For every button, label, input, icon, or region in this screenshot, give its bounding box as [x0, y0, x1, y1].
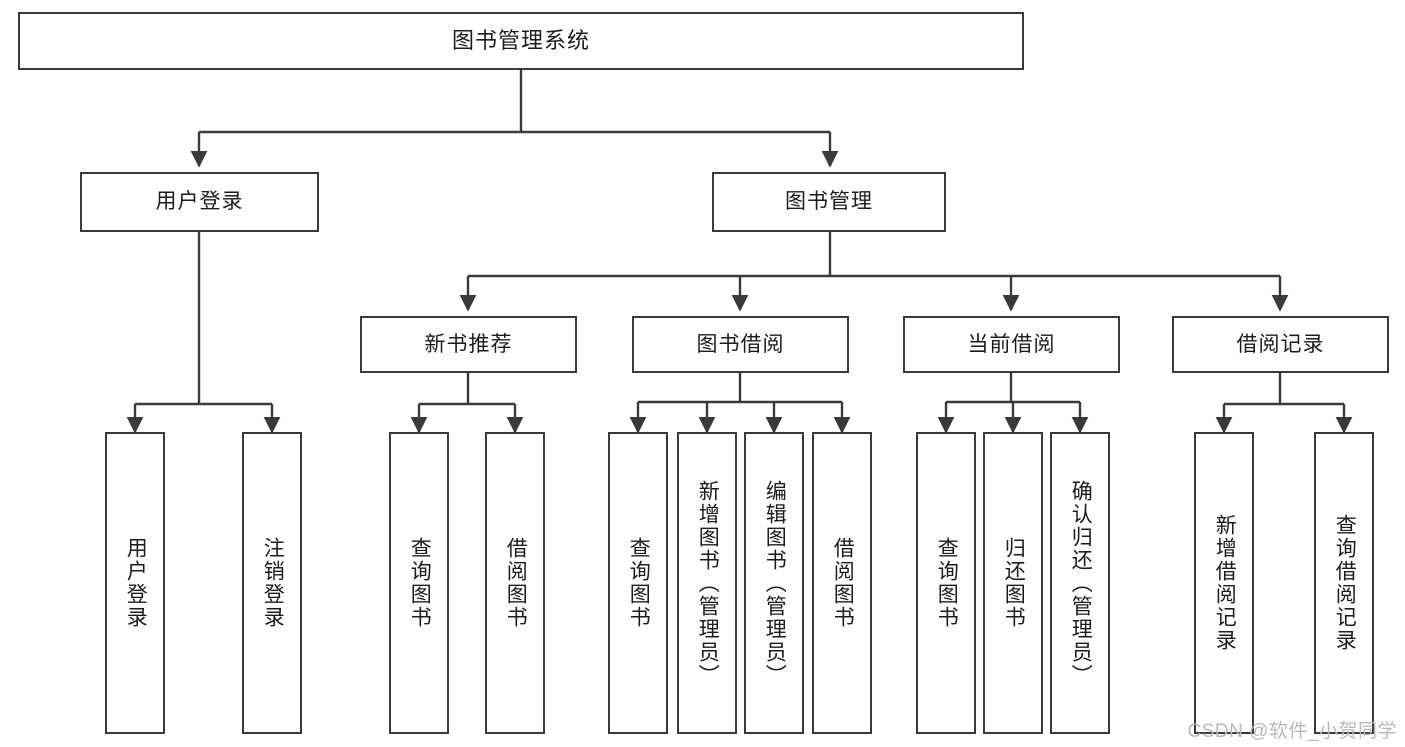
node-label: 用户登录 — [155, 190, 244, 214]
node-new-book-recommend[interactable]: 新书推荐 — [360, 316, 577, 373]
node-label: 当前借阅 — [967, 332, 1056, 356]
node-label: 借阅图书 — [504, 537, 528, 629]
leaf-confirm-return[interactable]: 确认归还（管理员） — [1050, 432, 1110, 734]
node-label: 查询借阅记录 — [1333, 514, 1357, 652]
node-book-borrow[interactable]: 图书借阅 — [632, 316, 849, 373]
node-label: 确认归还（管理员） — [1069, 479, 1093, 687]
node-label: 查询图书 — [627, 537, 651, 629]
node-label: 查询图书 — [408, 537, 432, 629]
leaf-edit-book[interactable]: 编辑图书（管理员） — [744, 432, 804, 734]
node-label: 新书推荐 — [424, 332, 513, 356]
node-user-login[interactable]: 用户登录 — [80, 172, 319, 232]
leaf-add-borrow-record[interactable]: 新增借阅记录 — [1194, 432, 1254, 734]
node-borrow-record[interactable]: 借阅记录 — [1172, 316, 1389, 373]
leaf-query-book-current[interactable]: 查询图书 — [916, 432, 976, 734]
node-root-book-management-system[interactable]: 图书管理系统 — [18, 12, 1024, 70]
csdn-watermark: CSDN @软件_小贺同学 — [1187, 721, 1397, 742]
node-label: 图书管理 — [785, 190, 873, 214]
node-label: 图书管理系统 — [451, 27, 590, 53]
node-label: 新增借阅记录 — [1213, 514, 1237, 652]
leaf-add-book[interactable]: 新增图书（管理员） — [677, 432, 737, 734]
node-current-borrow[interactable]: 当前借阅 — [903, 316, 1120, 373]
leaf-borrow-book[interactable]: 借阅图书 — [812, 432, 872, 734]
node-label: 借阅图书 — [831, 537, 855, 629]
node-label: 编辑图书（管理员） — [763, 479, 787, 687]
leaf-logout-login[interactable]: 注销登录 — [242, 432, 302, 734]
node-book-management[interactable]: 图书管理 — [712, 172, 946, 232]
node-label: 归还图书 — [1002, 537, 1026, 629]
node-label: 查询图书 — [935, 537, 959, 629]
node-label: 新增图书（管理员） — [696, 479, 720, 687]
leaf-query-book-recommend[interactable]: 查询图书 — [389, 432, 449, 734]
leaf-user-login[interactable]: 用户登录 — [105, 432, 165, 734]
leaf-query-borrow-record[interactable]: 查询借阅记录 — [1314, 432, 1374, 734]
node-label: 注销登录 — [261, 537, 285, 629]
leaf-borrow-book-recommend[interactable]: 借阅图书 — [485, 432, 545, 734]
leaf-query-book-borrow[interactable]: 查询图书 — [608, 432, 668, 734]
node-label: 图书借阅 — [696, 332, 785, 356]
node-label: 借阅记录 — [1236, 332, 1325, 356]
node-label: 用户登录 — [124, 537, 148, 629]
leaf-return-book[interactable]: 归还图书 — [983, 432, 1043, 734]
